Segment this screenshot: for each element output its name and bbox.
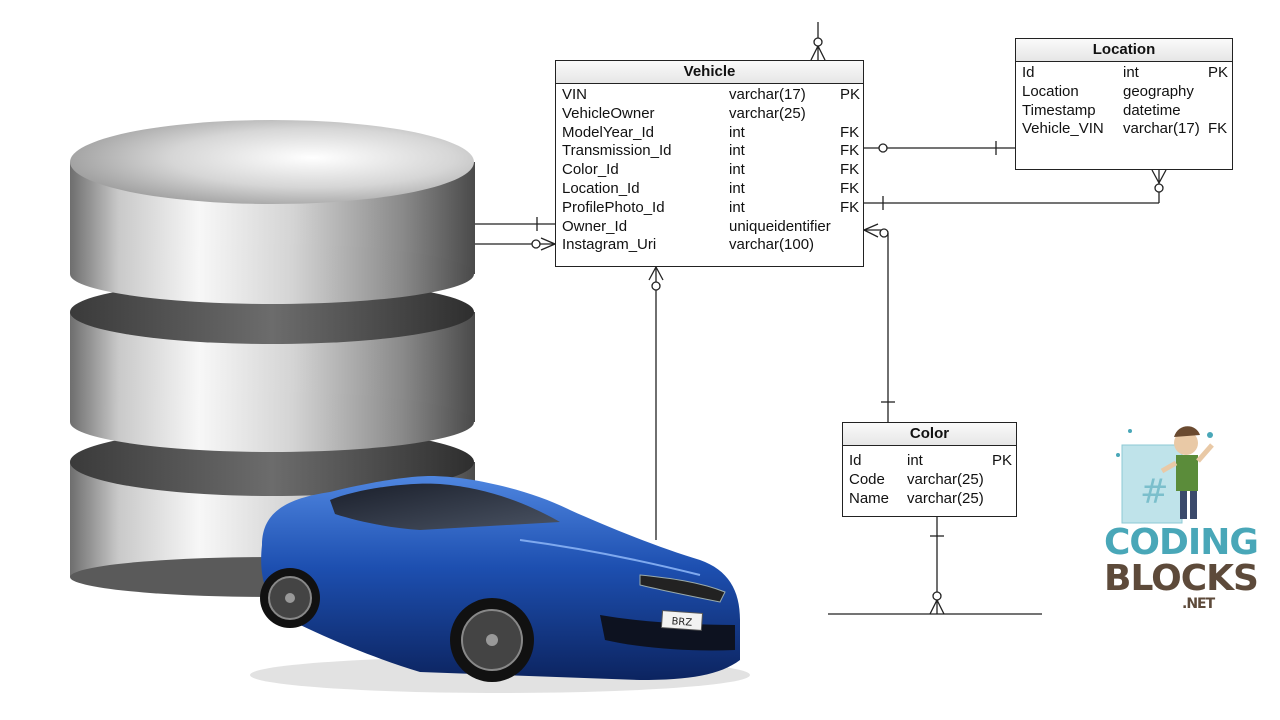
attr-name: Transmission_Id xyxy=(562,142,672,160)
attr-type: varchar(25) xyxy=(729,104,806,122)
location-attr-row: Vehicle_VIN varchar(17) FK xyxy=(1016,120,1232,139)
attr-type: datetime xyxy=(1123,101,1181,119)
vehicle-attr-row: Color_Id int FK xyxy=(556,161,863,180)
attr-type: geography xyxy=(1123,82,1194,100)
attr-name: VehicleOwner xyxy=(562,104,655,122)
logo-line2: BLOCKS xyxy=(1104,558,1259,599)
logo-line3: .NET xyxy=(1182,596,1215,612)
attr-type: varchar(100) xyxy=(729,236,815,254)
relationship-database-vehicle xyxy=(475,217,556,251)
attr-key: FK xyxy=(840,142,860,160)
relationship-location-vehicle-2 xyxy=(864,169,1167,210)
attr-key: PK xyxy=(992,452,1013,469)
mascot-icon: # xyxy=(1116,426,1214,524)
attr-type: int xyxy=(1123,64,1139,81)
attr-key: FK xyxy=(1208,120,1228,138)
license-plate: BRZ xyxy=(671,616,693,628)
vehicle-attr-row: VIN varchar(17) PK xyxy=(556,86,863,105)
attr-name: Id xyxy=(1022,64,1035,81)
attr-key: FK xyxy=(840,123,860,141)
attr-type: int xyxy=(729,161,745,179)
attr-type: int xyxy=(907,452,923,469)
attr-name: Name xyxy=(849,489,890,507)
attr-name: Instagram_Uri xyxy=(562,236,657,254)
attr-type: varchar(17) xyxy=(729,86,806,103)
attr-type: uniqueidentifier xyxy=(729,217,831,235)
attr-type: int xyxy=(729,142,745,160)
location-attr-row: Id int PK xyxy=(1016,64,1232,83)
color-attr-row: Code varchar(25) xyxy=(843,471,1016,490)
location-entity-title: Location xyxy=(1016,39,1232,62)
attr-key: PK xyxy=(840,86,861,103)
logo-line1: CODING xyxy=(1104,522,1259,563)
vehicle-attr-row: Owner_Id uniqueidentifier xyxy=(556,218,863,237)
coding-blocks-logo: # CODING BLOCKS .NET xyxy=(1100,405,1259,615)
relationship-vehicle-car xyxy=(648,266,664,540)
svg-text:#: # xyxy=(1140,472,1169,512)
attr-name: Location xyxy=(1022,82,1079,100)
vehicle-attr-row: Location_Id int FK xyxy=(556,180,863,199)
attr-type: int xyxy=(729,198,745,216)
location-attr-row: Location geography xyxy=(1016,83,1232,102)
attr-key: FK xyxy=(840,198,860,216)
attr-type: varchar(25) xyxy=(907,489,984,507)
color-entity-title: Color xyxy=(843,423,1016,446)
db-disc-top xyxy=(70,120,475,304)
attr-name: Owner_Id xyxy=(562,217,628,235)
attr-type: int xyxy=(729,179,745,197)
car-wheel-front xyxy=(450,598,534,682)
color-attr-row: Name varchar(25) xyxy=(843,490,1016,509)
attr-name: Timestamp xyxy=(1022,101,1096,119)
attr-name: ProfilePhoto_Id xyxy=(562,198,665,216)
attr-name: Location_Id xyxy=(562,179,640,197)
attr-name: ModelYear_Id xyxy=(562,123,655,141)
vehicle-attr-row: VehicleOwner varchar(25) xyxy=(556,105,863,124)
attr-name: Color_Id xyxy=(562,161,619,179)
color-attr-row: Id int PK xyxy=(843,452,1016,471)
vehicle-attr-row: Instagram_Uri varchar(100) xyxy=(556,236,863,255)
attr-type: varchar(25) xyxy=(907,470,984,488)
attr-type: varchar(17) xyxy=(1123,120,1200,138)
attr-name: Vehicle_VIN xyxy=(1022,120,1104,138)
vehicle-attr-row: Transmission_Id int FK xyxy=(556,142,863,161)
relationship-color-bottom xyxy=(828,517,1042,615)
relationship-vehicle-location-1 xyxy=(864,141,1015,155)
attr-name: Id xyxy=(849,452,862,469)
attr-name: Code xyxy=(849,470,885,488)
car-wheel-rear xyxy=(260,568,320,628)
vehicle-attr-row: ProfilePhoto_Id int FK xyxy=(556,199,863,218)
attr-key: PK xyxy=(1208,64,1229,81)
vehicle-entity[interactable]: Vehicle VIN varchar(17) PK VehicleOwner var… xyxy=(555,60,864,267)
attr-key: FK xyxy=(840,179,860,197)
attr-key: FK xyxy=(840,161,860,179)
attr-name: VIN xyxy=(562,86,588,103)
color-entity[interactable]: Color Id int PK Code varchar(25) Name varcha… xyxy=(842,422,1017,517)
attr-type: int xyxy=(729,123,745,141)
location-attr-row: Timestamp datetime xyxy=(1016,102,1232,121)
location-entity[interactable]: Location Id int PK Location geography Times… xyxy=(1015,38,1233,170)
vehicle-attr-row: ModelYear_Id int FK xyxy=(556,124,863,143)
relationship-vehicle-top xyxy=(810,22,826,61)
relationship-vehicle-color xyxy=(863,223,895,422)
vehicle-entity-title: Vehicle xyxy=(556,61,863,84)
